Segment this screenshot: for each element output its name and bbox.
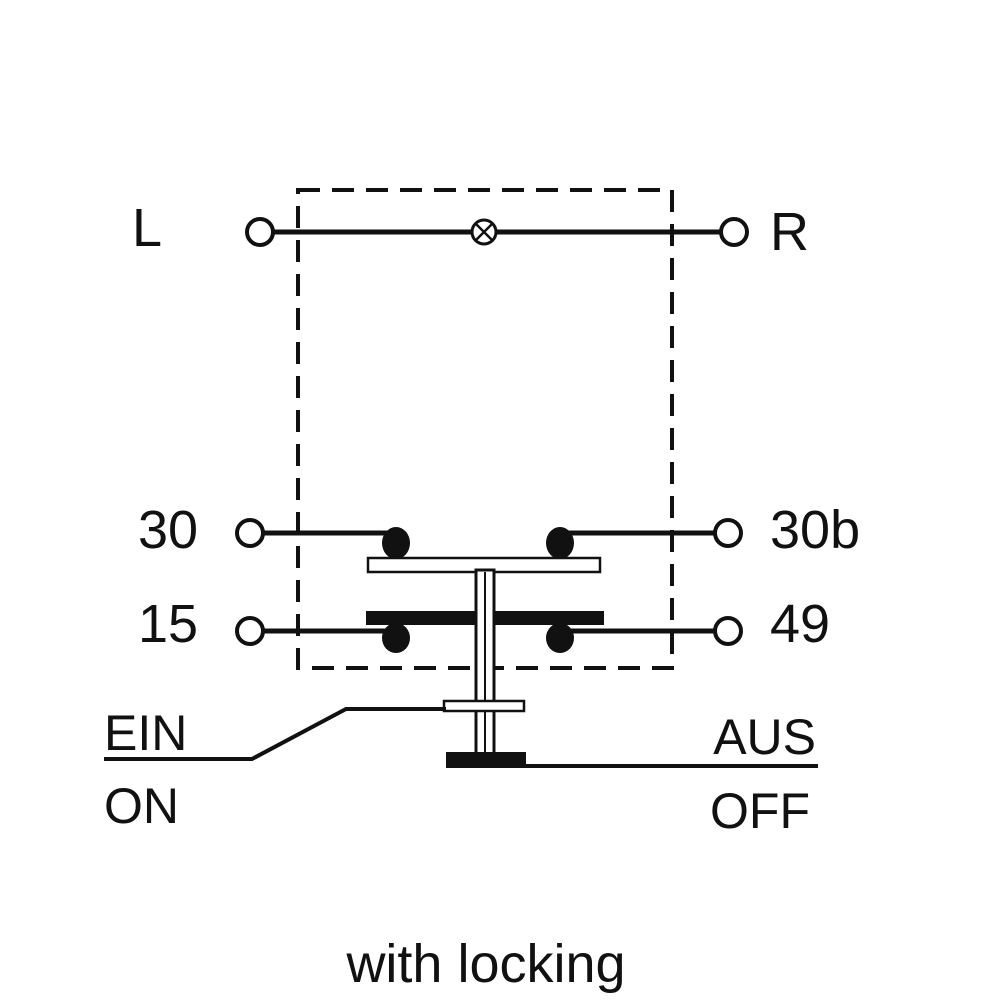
- terminal-30b-label: 30b: [770, 500, 860, 560]
- terminal-49-connector: [713, 616, 743, 646]
- terminal-r-label: R: [770, 202, 809, 262]
- terminal-30b-connector: [713, 518, 743, 548]
- contact-15: [382, 623, 410, 653]
- terminal-r-connector: [719, 217, 749, 247]
- contact-49: [546, 623, 574, 653]
- on-lever-line: [104, 707, 446, 761]
- terminal-30-connector: [235, 518, 265, 548]
- contact-30: [382, 527, 410, 559]
- diagram-caption: with locking: [345, 934, 625, 994]
- locking-plate: [442, 699, 526, 713]
- actuator-base-plate: [446, 752, 526, 766]
- off-label-en: OFF: [710, 783, 810, 839]
- on-label-en: ON: [104, 778, 179, 834]
- off-label-de: AUS: [713, 709, 816, 765]
- terminal-l-label: L: [132, 198, 162, 258]
- indicator-lamp-icon: [470, 218, 498, 246]
- terminal-15-connector: [235, 616, 265, 646]
- terminal-l-connector: [245, 217, 275, 247]
- terminal-30-label: 30: [138, 500, 198, 560]
- on-label-de: EIN: [104, 705, 187, 761]
- contact-30b: [546, 527, 574, 559]
- terminal-15-label: 15: [138, 594, 198, 654]
- terminal-49-label: 49: [770, 594, 830, 654]
